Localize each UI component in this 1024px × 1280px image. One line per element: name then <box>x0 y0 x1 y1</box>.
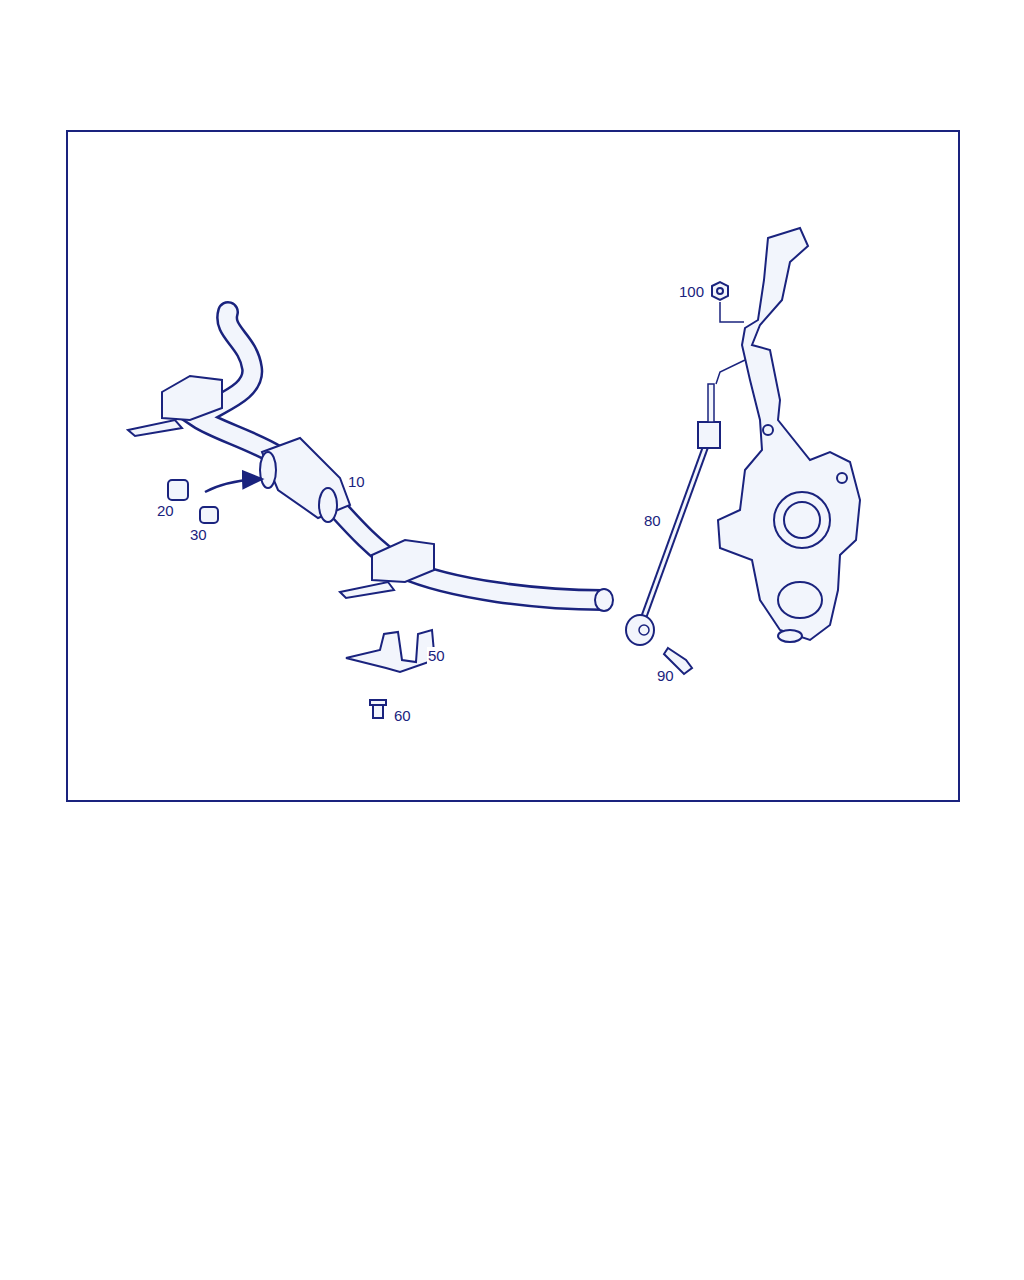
callout-number: 30 <box>189 526 208 543</box>
callout-number: 20 <box>156 502 175 519</box>
callout-number: 60 <box>393 707 412 724</box>
steering-knuckle <box>718 228 860 642</box>
callout-number: 10 <box>347 473 366 490</box>
callout-number: 80 <box>643 512 662 529</box>
bushing-parts <box>168 480 440 718</box>
leader-line <box>716 302 745 384</box>
nut <box>712 282 728 300</box>
center-bushing <box>260 438 350 522</box>
stabilizer-link <box>626 384 720 674</box>
stabilizer-bar <box>198 312 613 611</box>
frame <box>67 131 959 801</box>
leader-arrow <box>205 479 262 492</box>
callout-number: 50 <box>427 647 446 664</box>
bar-mount <box>128 376 434 598</box>
callout-number: 90 <box>656 667 675 684</box>
callout-number: 100 <box>678 283 705 300</box>
